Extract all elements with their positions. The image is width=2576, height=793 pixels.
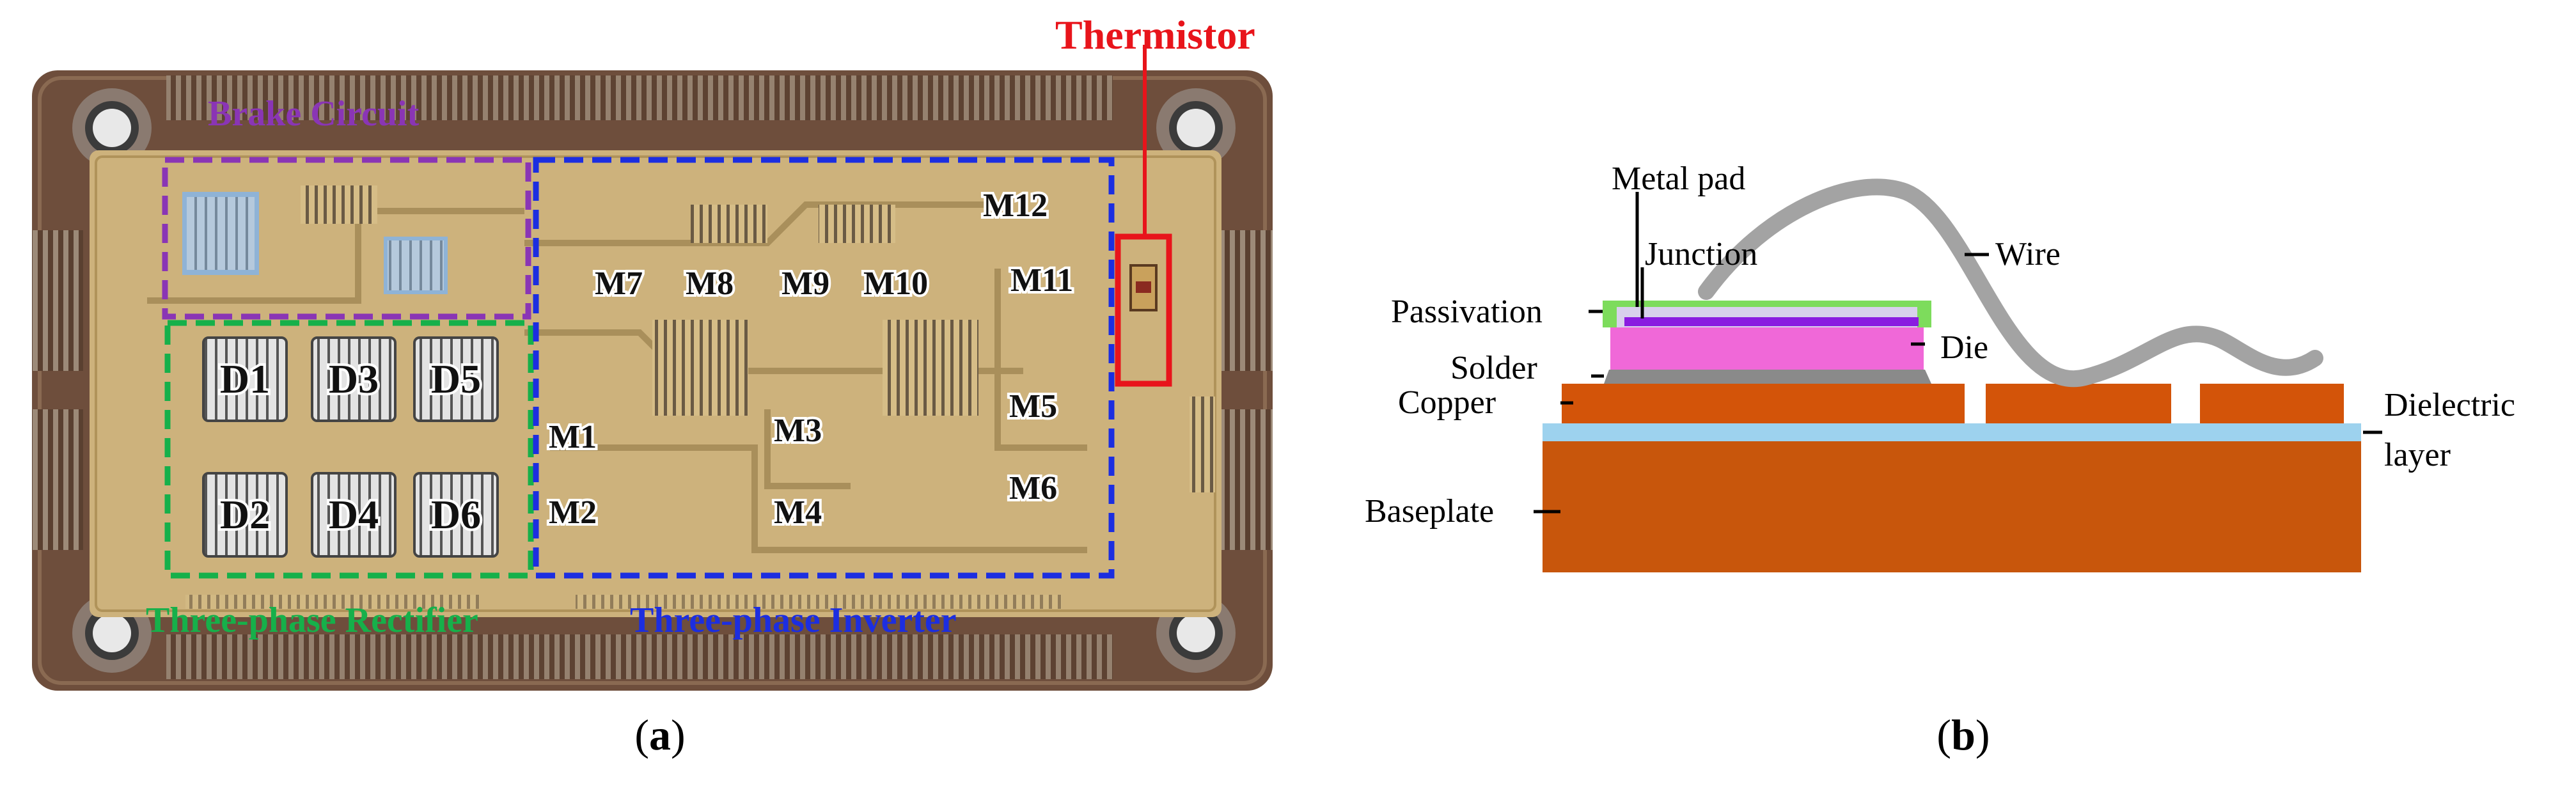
label-dielectric-1: Dielectric [2384,387,2515,423]
label-die: Die [1940,329,1988,366]
thermistor-label: Thermistor [1055,12,1255,58]
passivation-right [1917,301,1931,327]
label-m11: M11 [1010,262,1073,299]
label-baseplate: Baseplate [1365,493,1494,530]
caption-b-letter: b [1951,711,1975,759]
label-wire: Wire [1995,236,2061,272]
label-m12: M12 [983,187,1048,224]
copper-pad-2 [1986,384,2171,423]
label-m10: M10 [863,265,928,302]
diode-d1 [202,336,288,422]
rectifier-label: Three-phase Rectifier [146,601,478,640]
metal-pad-layer [1615,306,1921,327]
label-m4: M4 [774,494,822,531]
bond-wire [1698,178,2323,388]
label-m5: M5 [1009,388,1057,425]
label-m7: M7 [595,265,643,302]
caption-a-open: ( [634,711,649,759]
brake-circuit-box [162,157,531,320]
diode-chips [202,336,499,558]
caption-b-close: ) [1975,711,1990,759]
label-d6: D6 [431,492,481,537]
label-m8: M8 [686,265,734,302]
caption-a: (a) [564,710,756,760]
thermistor-chip [1129,264,1158,311]
brake-circuit-label: Brake Circuit [208,94,420,134]
label-d5: D5 [431,356,481,402]
copper-pad-3 [2200,384,2344,423]
inverter-label: Three-phase Inverter [630,601,957,640]
diode-d2 [202,472,288,558]
label-m2: M2 [549,494,597,531]
label-m1: M1 [549,419,597,455]
label-d1: D1 [220,356,270,402]
passivation-top [1603,301,1931,307]
diode-d4 [311,472,397,558]
caption-b: (b) [1867,710,2059,760]
inverter-box [533,157,1115,579]
label-copper: Copper [1398,384,1496,421]
diode-labels: D1 D3 D5 D2 D4 D6 [217,354,483,540]
label-metal-pad: Metal pad [1612,161,1745,197]
label-d3: D3 [329,356,379,402]
copper-pad-1 [1562,384,1965,423]
label-solder: Solder [1450,350,1537,386]
label-d2: D2 [220,492,270,537]
junction-layer [1624,317,1919,326]
label-m9: M9 [781,265,829,302]
die [1610,327,1924,370]
region-boxes [162,157,1115,579]
label-m6: M6 [1009,470,1057,506]
brake-chips [182,185,448,294]
caption-a-close: ) [671,711,686,759]
label-dielectric-2: layer [2384,437,2451,473]
label-m3: M3 [774,412,822,449]
label-d4: D4 [329,492,379,537]
power-module-photo: D1 D3 D5 D2 D4 D6 M7 M8 M9 M10 M11 M12 M… [32,12,1273,691]
diode-d6 [413,472,499,558]
label-passivation: Passivation [1391,294,1543,330]
caption-b-open: ( [1936,711,1952,759]
caption-a-letter: a [649,711,671,759]
solder-layer [1604,370,1931,384]
mounting-hole-tr [1156,88,1236,168]
passivation-left [1603,301,1617,327]
diode-d5 [413,336,499,422]
layer-stack [1543,301,2361,572]
mounting-hole-tl [72,88,152,168]
baseplate [1543,441,2361,572]
rectifier-box [164,320,534,579]
mosfet-labels: M7 M8 M9 M10 M11 M12 M1 M2 M3 M4 M5 M6 [546,185,1076,533]
diode-d3 [311,336,397,422]
dielectric-layer [1543,423,2361,441]
label-junction: Junction [1645,236,1757,272]
